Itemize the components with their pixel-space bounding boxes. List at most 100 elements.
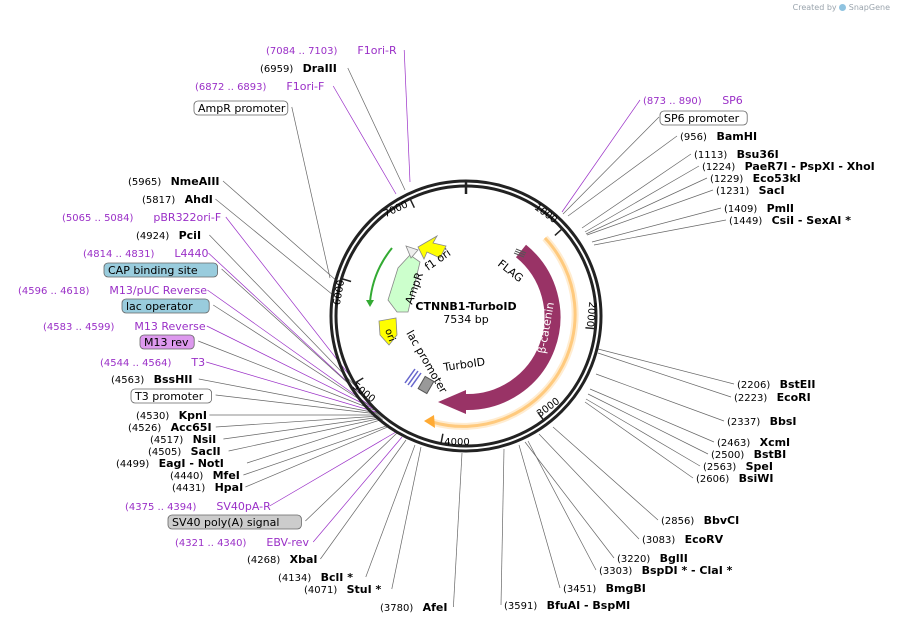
leader-line <box>291 106 331 279</box>
site-label-bsteii[interactable]: (2206)BstEII <box>737 378 815 391</box>
leader-line <box>209 234 364 395</box>
site-position: (7084 .. 7103) <box>266 46 338 57</box>
site-label-lacop[interactable]: lac operator <box>121 298 210 314</box>
site-label-bfuai[interactable]: (3591)BfuAI - BspMI <box>504 599 630 612</box>
site-label-eco53ki[interactable]: (1229)Eco53kI <box>710 172 801 185</box>
tick-mark <box>354 377 364 384</box>
site-label-m13r[interactable]: M13 rev <box>139 334 195 350</box>
site-label-ebvrev[interactable]: (4321 .. 4340)EBV-rev <box>175 536 309 549</box>
site-label-bspdi[interactable]: (3303)BspDI * - ClaI * <box>599 564 733 577</box>
site-label-ecori[interactable]: (2223)EcoRI <box>734 391 811 404</box>
enzyme-name: EagI - NotI <box>159 457 224 470</box>
site-label-sp6p[interactable]: (873 .. 890)SP6 <box>643 94 743 107</box>
site-label-paer7i[interactable]: (1224) PaeR7I - PspXI - XhoI <box>702 160 875 173</box>
site-label-bamhi[interactable]: (956)BamHI <box>680 130 757 143</box>
site-label-pmli[interactable]: (1409)PmlI <box>724 202 794 215</box>
leader-line <box>365 444 416 578</box>
tick-mark <box>409 198 416 209</box>
site-position: (1113) <box>694 150 727 161</box>
site-label-m13puc[interactable]: (4596 .. 4618)M13/pUC Reverse <box>18 284 207 297</box>
site-label-bsu36i[interactable]: (1113) Bsu36I <box>694 148 779 161</box>
site-label-kpni[interactable]: (4530)KpnI <box>136 409 207 422</box>
site-label-afei[interactable]: (3780) AfeI <box>380 601 447 614</box>
site-position: (4431) <box>172 483 205 494</box>
site-label-eagi[interactable]: (4499)EagI - NotI <box>116 457 224 470</box>
site-label-cap[interactable]: CAP binding site <box>103 262 218 278</box>
beta-catenin-arc <box>464 244 561 411</box>
leader-line <box>552 426 659 521</box>
site-label-bgliii[interactable]: (3220)BglII <box>617 552 688 565</box>
site-label-stui[interactable]: (4071)StuI * <box>304 583 382 596</box>
site-label-f1ori_f[interactable]: (6872 .. 6893)F1ori-F <box>195 80 324 93</box>
site-label-ahdi[interactable]: (5817)AhdI <box>142 193 213 206</box>
site-position: (2463) <box>717 438 750 449</box>
primer-name: EBV-rev <box>266 536 309 549</box>
site-position: (4814 .. 4831) <box>83 249 155 260</box>
lac-marks <box>404 368 422 388</box>
feature-box <box>121 298 210 314</box>
primer-name: SV40pA-R <box>216 500 271 513</box>
primer-name: M13/pUC Reverse <box>109 284 207 297</box>
site-label-sp6prom[interactable]: SP6 promoter <box>659 110 748 126</box>
leader-line <box>595 373 725 422</box>
site-label-bbvci[interactable]: (2856)BbvCI <box>661 514 739 527</box>
site-label-bmgbi[interactable]: (3451)BmgBI <box>563 582 646 595</box>
site-label-pbr322[interactable]: (5065 .. 5084)pBR322ori-F <box>62 211 221 224</box>
site-label-csii[interactable]: (1449)CsiI - SexAI * <box>729 214 851 227</box>
site-label-l4440[interactable]: (4814 .. 4831)L4440 <box>83 247 209 260</box>
site-position: (4544 .. 4564) <box>100 358 172 369</box>
site-label-t3p[interactable]: (4544 .. 4564)T3 <box>100 356 205 369</box>
site-position: (3780) <box>380 603 413 614</box>
site-label-m13rev[interactable]: (4583 .. 4599)M13 Reverse <box>43 320 206 333</box>
site-label-mfei[interactable]: (4440)MfeI <box>170 469 240 482</box>
leader-line <box>198 378 378 414</box>
leader-line <box>207 289 373 408</box>
site-label-sacii[interactable]: (4505)SacII <box>148 445 221 458</box>
site-label-ecorv[interactable]: (3083)EcoRV <box>642 533 724 546</box>
site-position: (2856) <box>661 516 694 527</box>
site-label-spei[interactable]: (2563)SpeI <box>703 460 773 473</box>
enzyme-name: PaeR7I - PspXI - XhoI <box>745 160 875 173</box>
site-position: (4517) <box>150 435 183 446</box>
site-label-bsiwi[interactable]: (2606)BsiWI <box>696 472 774 485</box>
leader-line <box>347 67 406 191</box>
site-label-acc65i[interactable]: (4526)Acc65I <box>128 421 212 434</box>
leader-line <box>453 452 463 608</box>
site-label-drai[interactable]: (6959)DraIII <box>260 62 337 75</box>
site-position: (1224) <box>702 162 735 173</box>
primer-name: F1ori-R <box>357 44 397 57</box>
site-label-t3prom[interactable]: T3 promoter <box>130 388 212 404</box>
site-label-xcmi[interactable]: (2463)XcmI <box>717 436 790 449</box>
leader-lines <box>198 49 735 608</box>
site-label-nmeaiii[interactable]: (5965)NmeAIII <box>128 175 220 188</box>
ori-arrow-icon <box>378 317 398 346</box>
leader-line <box>589 388 715 443</box>
enzyme-name: Eco53kI <box>753 172 801 185</box>
f1-ori-arrow-icon <box>417 234 447 260</box>
enzyme-name: AfeI <box>423 601 448 614</box>
site-label-sv40sig[interactable]: SV40 poly(A) signal <box>167 514 302 530</box>
leader-line <box>245 425 391 488</box>
beta-catenin-arrow-icon <box>438 390 466 414</box>
feature-name: M13 rev <box>144 336 189 349</box>
ori-label: ori <box>382 327 397 343</box>
site-position: (3303) <box>599 566 632 577</box>
site-label-bcli[interactable]: (4134)BclI * <box>278 571 353 584</box>
site-label-bstbi[interactable]: (2500)BstBI <box>711 448 786 461</box>
site-label-sv40pa[interactable]: (4375 .. 4394)SV40pA-R <box>125 500 271 513</box>
site-label-pcii[interactable]: (4924)PciI <box>136 229 201 242</box>
site-label-saci[interactable]: (1231)SacI <box>716 184 785 197</box>
site-label-bbsi[interactable]: (2337)BbsI <box>727 415 797 428</box>
site-label-f1ori_r[interactable]: (7084 .. 7103) F1ori-R <box>266 44 397 57</box>
site-position: (4924) <box>136 231 169 242</box>
enzyme-name: XbaI <box>290 553 318 566</box>
site-label-hpai[interactable]: (4431)HpaI <box>172 481 243 494</box>
tick-mark <box>440 433 444 444</box>
site-label-xbai[interactable]: (4268)XbaI <box>247 553 317 566</box>
feature-name: CAP binding site <box>108 264 198 277</box>
site-label-nsii[interactable]: (4517)NsiI <box>150 433 216 446</box>
leader-line <box>208 252 370 403</box>
enzyme-name: Bsu36I <box>737 148 779 161</box>
site-label-ampr_prom[interactable]: AmpR promoter <box>193 100 289 116</box>
site-label-bsshii[interactable]: (4563)BssHII <box>111 373 192 386</box>
